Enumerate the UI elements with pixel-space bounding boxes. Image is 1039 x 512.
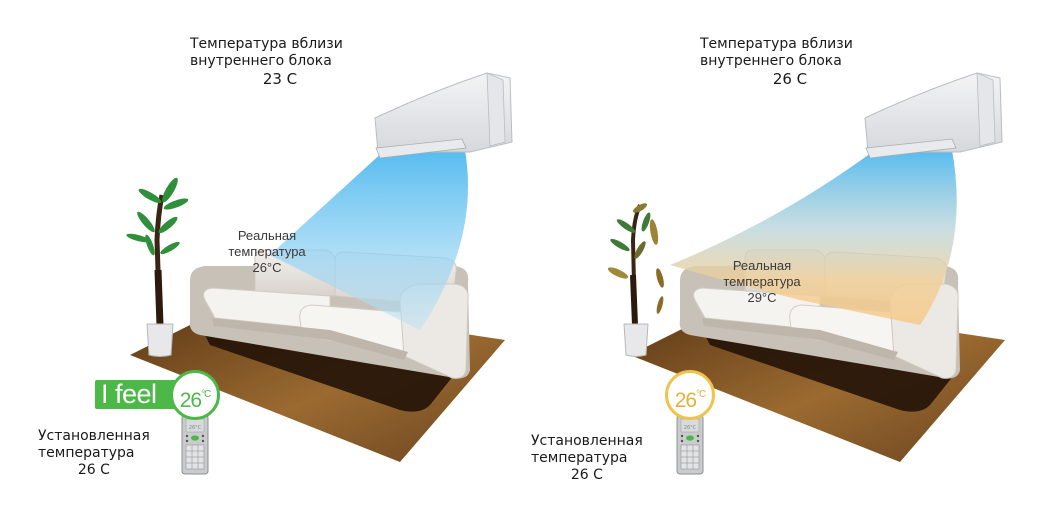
remote-temp-value: 26 — [674, 389, 697, 412]
set-temp-label: Установленная температура 26 С — [38, 428, 150, 479]
real-temp-label: Реальная температура 26°C — [212, 228, 322, 276]
indoor-unit-label-text: Температура вблизи внутреннего блока — [190, 36, 343, 69]
remote-temp-unit: °C — [201, 389, 211, 400]
remote-temp-value: 26 — [179, 389, 202, 412]
indoor-unit-temp-value: 26 С — [772, 70, 808, 88]
warm-airflow — [670, 150, 957, 325]
real-temp-line1: Реальная — [732, 258, 792, 273]
room-illustration: 26°C — [607, 72, 1005, 475]
set-temp-value: 26 С — [570, 467, 603, 483]
real-temp-label: Реальная температура 29°C — [707, 258, 817, 306]
real-temp-line2: температура — [723, 274, 801, 289]
set-temp-line2: температура — [531, 450, 628, 466]
indoor-unit-temp-label: Температура вблизи внутреннего блока 26 … — [700, 36, 880, 88]
indoor-unit-temp-label: Температура вблизи внутреннего блока 23 … — [190, 36, 370, 88]
air-conditioner-icon — [374, 72, 513, 159]
cool-airflow — [270, 150, 468, 330]
set-temp-label: Установленная температура 26 С — [531, 433, 643, 484]
scene-with-ifeel: 26°C Температура вблизи внутреннего блок… — [38, 36, 513, 479]
set-temp-line2: температура — [38, 445, 135, 461]
remote-control-icon: 26°C — [181, 414, 209, 475]
set-temp-value: 26 С — [77, 462, 110, 478]
remote-temp-circle: 26°C — [665, 370, 715, 420]
scene-without-ifeel: 26°C Температура вблизи внутреннего блок… — [500, 0, 1020, 512]
indoor-unit-temp-value: 23 С — [262, 70, 298, 88]
svg-text:26°C: 26°C — [684, 425, 697, 431]
remote-temp-unit: °C — [696, 389, 706, 400]
plant-icon — [607, 203, 664, 357]
set-temp-line1: Установленная — [38, 428, 150, 444]
remote-temp-circle: 26°C — [170, 370, 220, 420]
remote-control-icon: 26°C — [676, 414, 704, 475]
room-illustration: 26°C — [126, 72, 513, 475]
svg-text:26°C: 26°C — [189, 425, 202, 431]
set-temp-line1: Установленная — [531, 433, 643, 449]
plant-icon — [126, 177, 189, 357]
real-temp-line2: температура — [228, 244, 306, 259]
real-temp-line1: Реальная — [237, 228, 297, 243]
real-temp-value: 26°C — [252, 260, 282, 275]
real-temp-value: 29°C — [747, 290, 777, 305]
indoor-unit-label-text: Температура вблизи внутреннего блока — [700, 36, 853, 69]
air-conditioner-icon — [864, 72, 1003, 159]
